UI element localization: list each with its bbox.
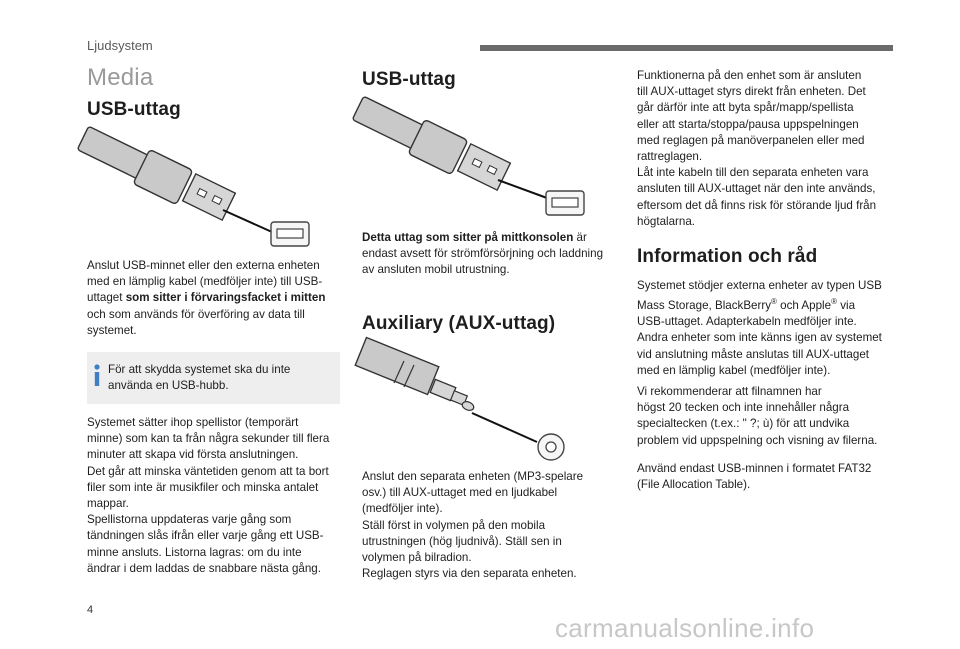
heading-aux: Auxiliary (AUX-uttag) bbox=[362, 313, 556, 334]
usb-connect-paragraph: Anslut USB-minnet eller den externa enhe… bbox=[87, 258, 352, 339]
filename-paragraph: Vi rekommenderar att filnamnen har högst… bbox=[637, 385, 878, 447]
header-rule bbox=[480, 45, 893, 51]
aux-port-icon bbox=[537, 433, 565, 461]
aux-control-paragraph: Funktionerna på den enhet som är anslute… bbox=[637, 69, 877, 228]
supported-devices-text-b: och Apple bbox=[776, 299, 832, 313]
aux-paragraph: Anslut den separata enheten (MP3-spelare… bbox=[362, 470, 584, 581]
aux-jack-illustration bbox=[354, 336, 565, 461]
usb-connect-text-a: Anslut USB-minnet eller den externa enhe… bbox=[87, 259, 323, 305]
usb-port-icon bbox=[270, 221, 310, 247]
section-label: Ljudsystem bbox=[87, 38, 153, 53]
note-box bbox=[87, 352, 340, 404]
heading-information: Information och råd bbox=[637, 246, 818, 267]
watermark: carmanualsonline.info bbox=[555, 613, 815, 643]
fat32-paragraph: Använd endast USB-minnen i formatet FAT3… bbox=[637, 462, 872, 492]
usb-port-icon bbox=[545, 190, 585, 216]
registered-mark: ® bbox=[831, 297, 837, 307]
registered-mark: ® bbox=[771, 297, 777, 307]
supported-devices-text-a: Systemet stödjer externa enheter av type… bbox=[637, 279, 882, 313]
usb-cable-icon bbox=[77, 126, 273, 233]
usb-charging-paragraph: Detta uttag som sitter på mittkonsolen ä… bbox=[362, 230, 624, 279]
usb-charging-illustration bbox=[352, 96, 585, 216]
usb-charging-bold: Detta uttag som sitter på mittkonsolen bbox=[362, 231, 574, 244]
page-number: 4 bbox=[87, 604, 94, 616]
supported-devices-paragraph: Systemet stödjer externa enheter av type… bbox=[637, 278, 905, 379]
usb-storage-illustration bbox=[77, 126, 310, 247]
playlist-paragraph: Systemet sätter ihop spellistor (temporä… bbox=[87, 416, 330, 575]
aux-plug-icon bbox=[354, 336, 538, 443]
usb-connect-text-b: och som används för överföring av data t… bbox=[87, 307, 305, 337]
usb-charging-text: är endast avsett för strömförsörjning oc… bbox=[362, 231, 604, 277]
usb-cable-icon bbox=[352, 96, 548, 199]
supported-devices-text-c: via USB-uttaget. Adapterkabeln medföljer… bbox=[637, 299, 882, 377]
note-text: För att skydda systemet ska du inte anvä… bbox=[108, 363, 291, 393]
usb-connect-bold: som sitter i förvaringsfacket i mitten bbox=[125, 291, 326, 305]
page-title: Media bbox=[87, 64, 154, 91]
info-icon bbox=[94, 364, 100, 386]
heading-usb-uttag: USB-uttag bbox=[87, 99, 181, 120]
heading-usb-uttag-2: USB-uttag bbox=[362, 69, 456, 90]
